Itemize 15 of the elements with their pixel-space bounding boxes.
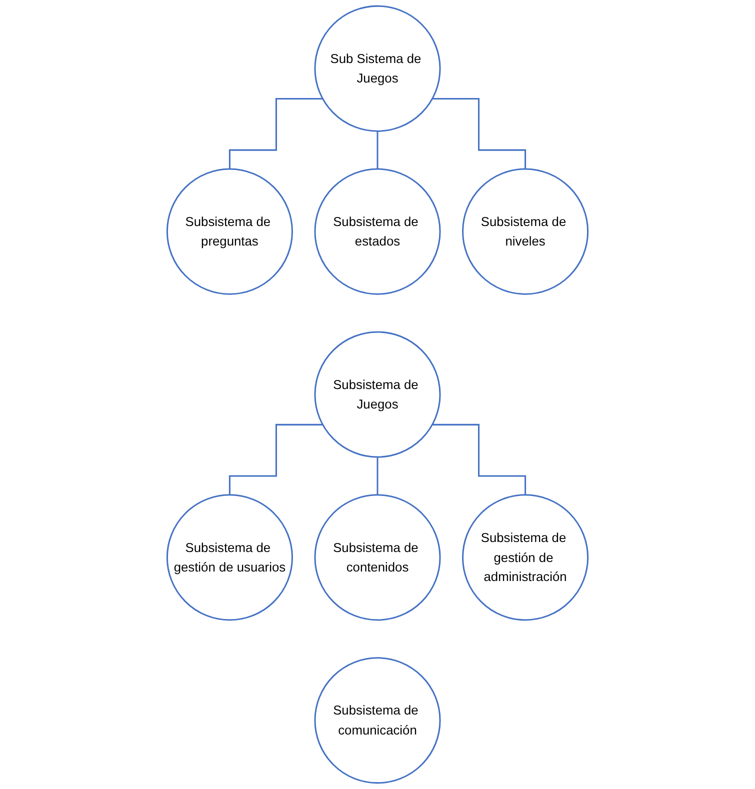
node-circle: Subsistema de estados bbox=[314, 168, 441, 295]
node-circle: Subsistema de preguntas bbox=[166, 168, 293, 295]
connector bbox=[376, 456, 378, 496]
node-circle: Subsistema de Juegos bbox=[314, 331, 441, 458]
node-circle: Subsistema de comunicación bbox=[314, 657, 441, 784]
connector bbox=[432, 424, 526, 496]
connector bbox=[228, 98, 323, 170]
connector bbox=[432, 98, 526, 170]
connector bbox=[376, 130, 378, 170]
node-circle: Subsistema de contenidos bbox=[314, 494, 441, 621]
node-circle: Subsistema de gestión de usuarios bbox=[166, 494, 293, 621]
node-circle: Subsistema de niveles bbox=[462, 168, 589, 295]
connector bbox=[228, 424, 323, 496]
node-circle: Subsistema de gestión de administración bbox=[462, 494, 589, 621]
node-circle: Sub Sistema de Juegos bbox=[314, 5, 441, 132]
